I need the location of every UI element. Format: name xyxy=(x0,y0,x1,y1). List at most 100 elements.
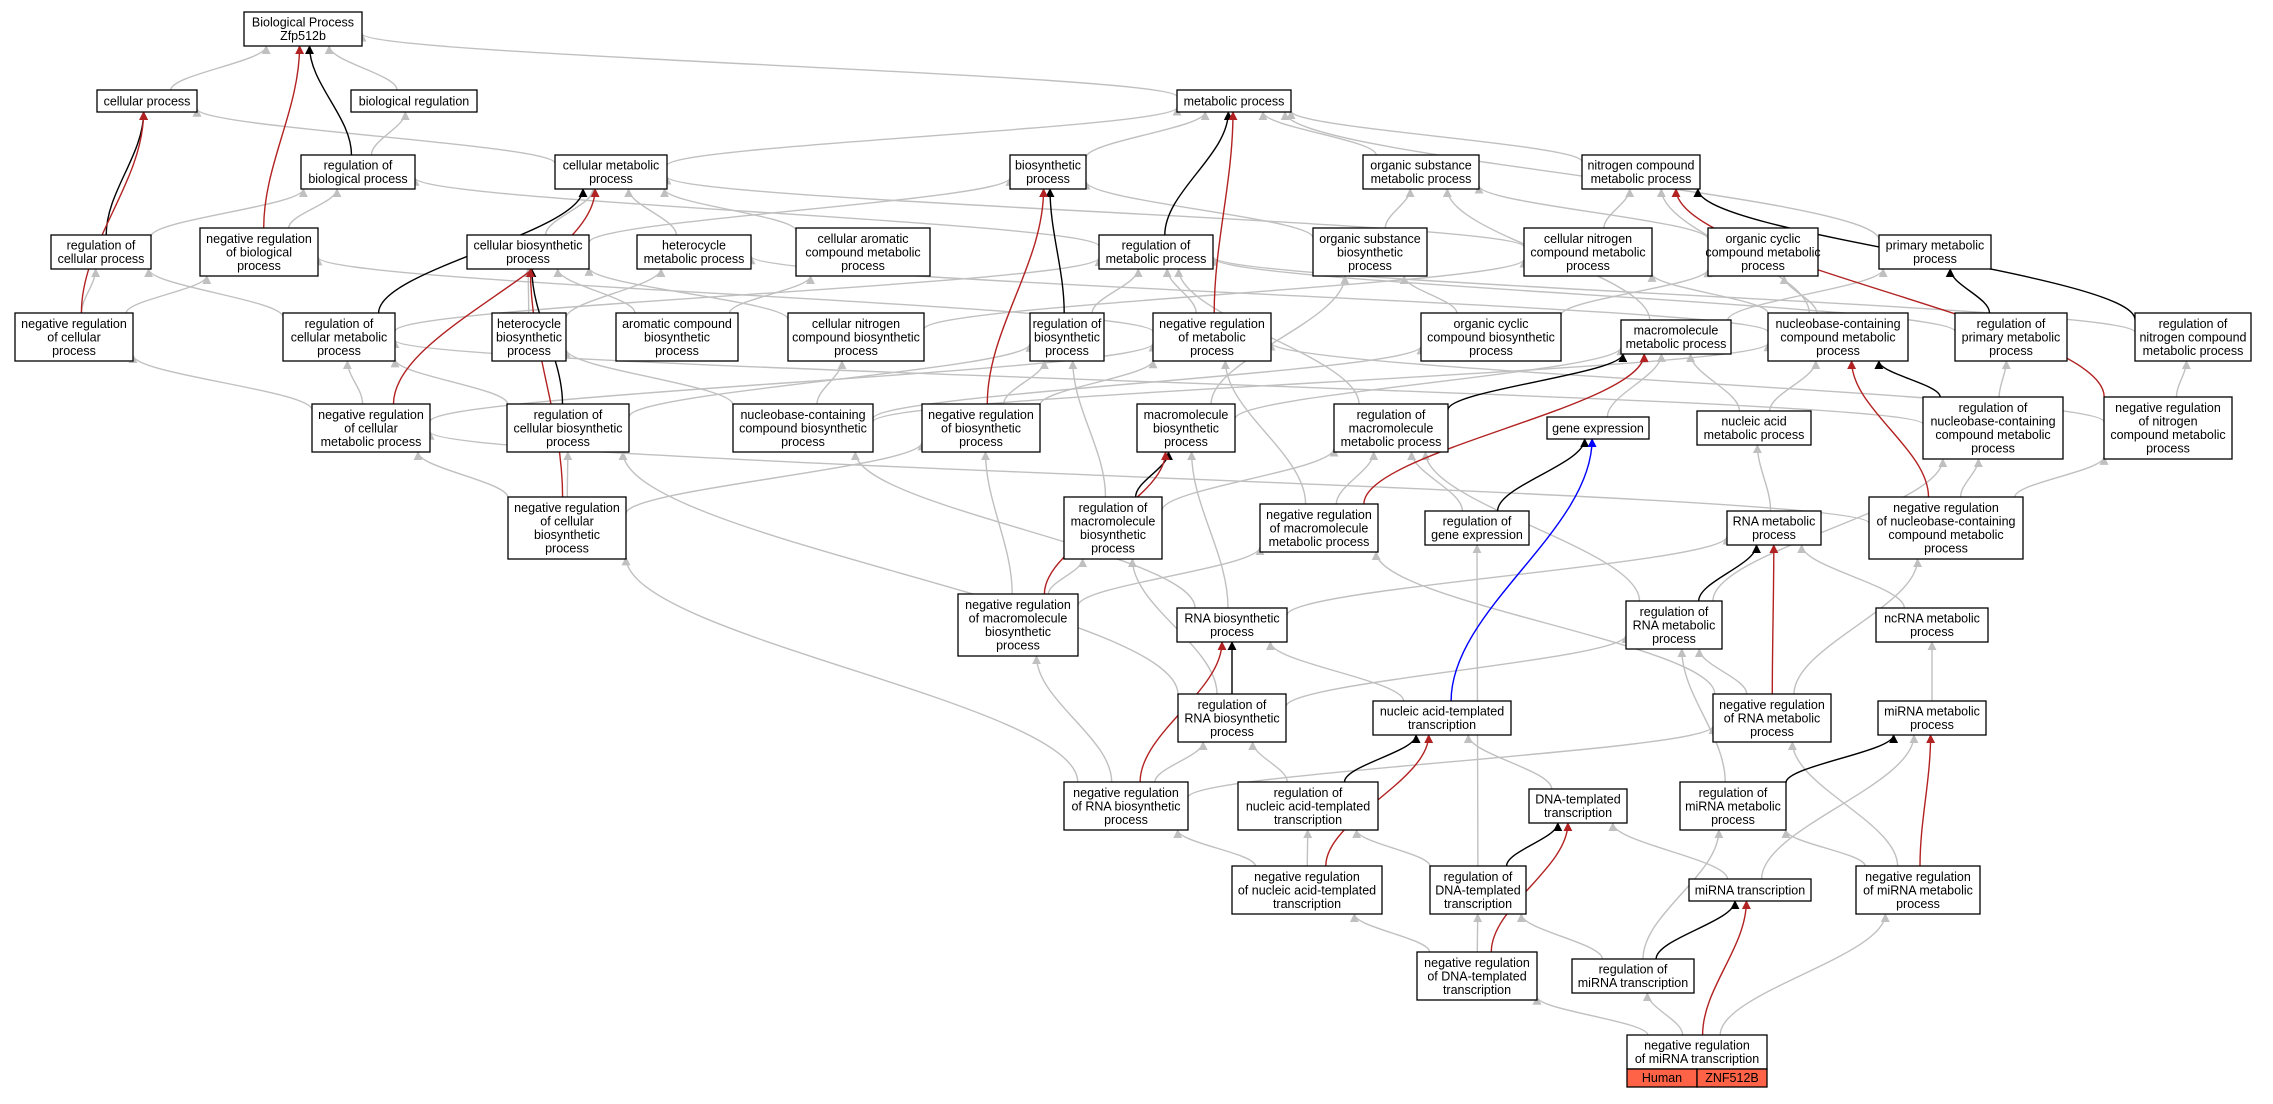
go-term-node-rnbcmp[interactable]: regulation ofnucleobase-containingcompou… xyxy=(1922,396,2064,460)
edge-rmbp-to-mbp xyxy=(1134,451,1173,498)
edge-line xyxy=(816,360,847,405)
edge-nrmirnamp-to-mirnamp xyxy=(1919,734,1936,867)
edge-line xyxy=(1655,900,1740,960)
edge-rdtt-to-dtt xyxy=(1505,822,1563,867)
node-label-line: of cellular xyxy=(540,515,594,529)
node-label-line: process xyxy=(317,344,361,358)
edge-osbp-to-osmp xyxy=(1384,188,1415,229)
edge-rcbp-to-rcmp xyxy=(390,358,509,405)
edge-rnabp-to-rnamp xyxy=(1286,535,1732,616)
edge-nrmbp-to-rmbp xyxy=(1047,558,1088,595)
go-term-node-mp[interactable]: metabolic process xyxy=(1176,89,1292,113)
edge-nrcbp-to-nrbsp xyxy=(625,441,927,514)
go-term-node-mirnat[interactable]: miRNA transcription xyxy=(1688,878,1812,902)
node-box xyxy=(2134,312,2252,362)
edge-line xyxy=(1164,111,1233,236)
node-box xyxy=(491,312,567,362)
edge-line xyxy=(410,176,1100,247)
node-label-line: compound metabolic xyxy=(1530,245,1645,259)
edge-nbcbp-to-hbp xyxy=(561,348,734,406)
node-box xyxy=(1429,865,1527,915)
go-term-node-ge[interactable]: gene expression xyxy=(1546,416,1650,440)
annotation-tag-0[interactable]: Human xyxy=(1626,1068,1698,1088)
edge-rrnamp-to-rnbcmp xyxy=(1712,458,1948,602)
node-label-line: Biological Process xyxy=(252,16,354,30)
node-label-line: process xyxy=(834,344,878,358)
edge-osmp-to-mp xyxy=(1258,111,1377,156)
go-term-node-breg[interactable]: biological regulation xyxy=(350,89,478,113)
edge-line xyxy=(1727,268,1888,321)
go-term-node-cp[interactable]: cellular process xyxy=(96,89,198,113)
go-term-node-rmbp[interactable]: regulation ofmacromoleculebiosyntheticpr… xyxy=(1063,496,1163,560)
node-label-line: transcription xyxy=(1444,897,1512,911)
edge-line xyxy=(1248,741,1288,783)
node-label-line: of macromolecule xyxy=(969,612,1068,626)
edge-nrmp-to-mp xyxy=(1213,111,1238,314)
node-label-line: process xyxy=(1924,542,1968,556)
edge-line xyxy=(1752,444,1772,512)
annotation-tag-1[interactable]: ZNF512B xyxy=(1696,1068,1768,1088)
edge-line xyxy=(563,451,573,498)
node-label-line: process xyxy=(1910,625,1954,639)
